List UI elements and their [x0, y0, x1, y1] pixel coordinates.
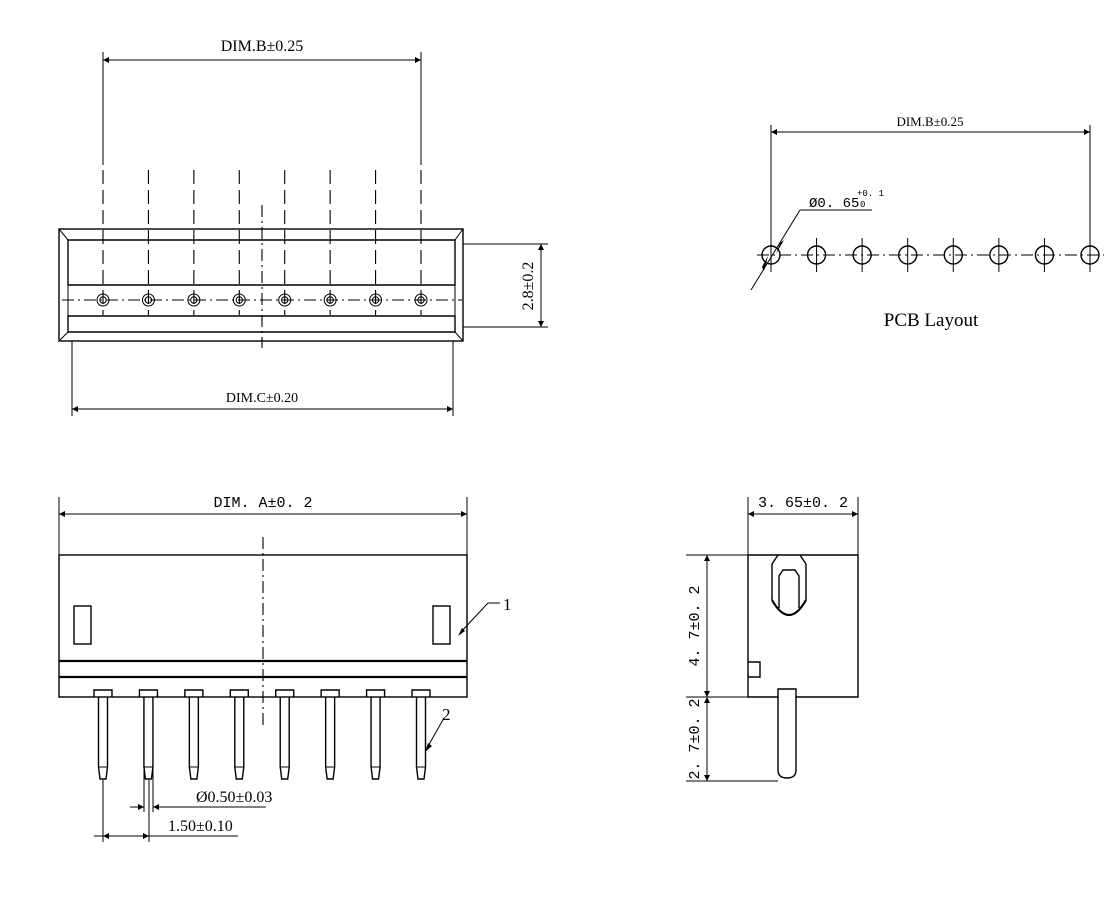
pin-holes	[96, 293, 428, 307]
front-view: DIM.B±0.25 2.8±0.2 DIM.C±0.20	[58, 38, 548, 416]
dim-a-label: DIM. A±0. 2	[213, 495, 312, 512]
hole-diameter-label: Ø0. 65	[809, 196, 859, 212]
end-body-height-label: 4. 7±0. 2	[687, 585, 704, 666]
side-pin	[365, 689, 386, 780]
pcb-hole	[761, 238, 781, 272]
side-pins	[93, 689, 431, 780]
pcb-hole	[1034, 238, 1055, 272]
pcb-hole	[852, 238, 872, 272]
pcb-hole	[1080, 238, 1100, 272]
pcb-dim-b-label: DIM.B±0.25	[896, 114, 963, 129]
side-pin	[184, 689, 204, 780]
side-pin	[320, 689, 340, 780]
side-pin	[275, 689, 295, 780]
side-pin	[229, 689, 249, 780]
hole-tol-upper: +0. 1	[857, 189, 884, 199]
latch	[778, 569, 800, 608]
pcb-hole	[943, 238, 963, 272]
housing-outline	[58, 228, 464, 342]
dim-b-label: DIM.B±0.25	[221, 38, 304, 55]
latch-window-right	[432, 605, 451, 645]
side-pin	[93, 689, 113, 780]
pcb-layout-caption: PCB Layout	[884, 310, 979, 331]
end-width-label: 3. 65±0. 2	[758, 495, 848, 512]
pin-diameter-label: Ø0.50±0.03	[196, 789, 272, 806]
pin-hole	[323, 293, 337, 307]
hole-tol-lower: 0	[860, 200, 865, 210]
height-label: 2.8±0.2	[520, 262, 537, 311]
pin-center-lines	[102, 170, 422, 315]
pin-hole	[232, 293, 246, 307]
side-view: DIM. A±0. 2 1 2 Ø0.50±0.03 1.	[58, 495, 512, 842]
callout-2: 2	[442, 705, 451, 724]
pcb-holes	[761, 238, 1100, 272]
pcb-hole	[898, 238, 918, 272]
end-pin-length-label: 2. 7±0. 2	[687, 698, 704, 779]
pin-hole	[278, 293, 292, 307]
pin-hole	[141, 293, 155, 307]
callout-1: 1	[503, 595, 512, 614]
latch-slot	[771, 599, 807, 617]
end-view: 3. 65±0. 2 4. 7±0. 2 2. 7±0. 2	[686, 495, 859, 782]
pin-hole	[96, 293, 110, 307]
pcb-layout: DIM.B±0.25 Ø0. 65 +0. 1 0 PCB Layout	[750, 114, 1104, 331]
end-body	[747, 554, 859, 698]
pin-hole	[187, 293, 201, 307]
latch-window-left	[73, 605, 92, 645]
side-pin	[138, 689, 159, 780]
side-pin	[411, 689, 431, 780]
pin-pitch-label: 1.50±0.10	[168, 818, 233, 835]
pin-hole	[369, 293, 383, 307]
pcb-hole	[806, 238, 827, 272]
end-pin	[777, 697, 797, 779]
pcb-hole	[989, 238, 1009, 272]
dim-c-label: DIM.C±0.20	[226, 391, 298, 406]
pin-hole	[414, 293, 428, 307]
